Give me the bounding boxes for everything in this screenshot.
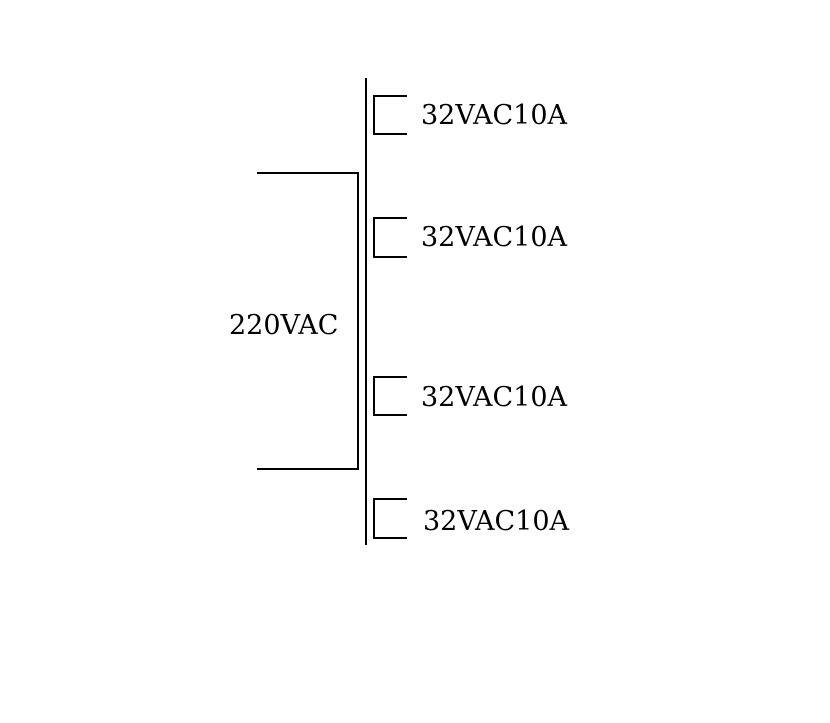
output-terminal-bracket <box>373 217 407 258</box>
output-rating-label: 32VAC10A <box>421 382 568 413</box>
output-rating-label: 32VAC10A <box>421 222 568 253</box>
secondary-output-2: 32VAC10A <box>373 217 568 258</box>
primary-voltage-label: 220VAC <box>229 310 338 341</box>
secondary-output-3: 32VAC10A <box>373 376 568 416</box>
secondary-output-4: 32VAC10A <box>373 498 570 539</box>
output-rating-label: 32VAC10A <box>423 506 570 537</box>
output-terminal-bracket <box>373 498 407 539</box>
output-terminal-bracket <box>373 376 407 416</box>
output-terminal-bracket <box>373 95 407 135</box>
output-rating-label: 32VAC10A <box>421 100 568 131</box>
primary-winding-bracket <box>257 172 359 470</box>
secondary-output-1: 32VAC10A <box>373 95 568 135</box>
